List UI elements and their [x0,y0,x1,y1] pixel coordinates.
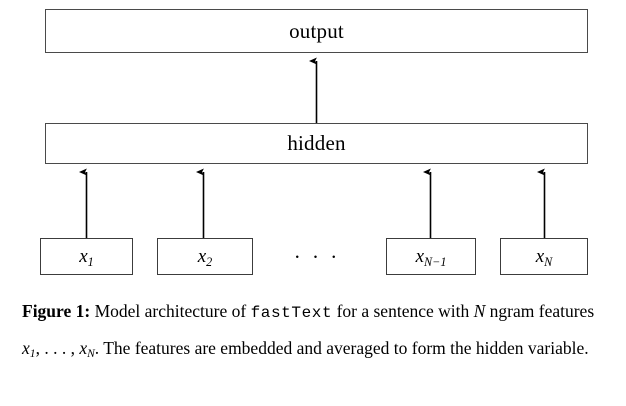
caption-text-part-5: . The features are embedded and averaged… [94,338,589,358]
caption-text-part-1: Model architecture of [90,301,251,321]
input-sub-x1: 1 [87,254,94,269]
model-architecture-diagram: output hidden x1 x2 xN−1 xN · · · [40,9,588,275]
figure-caption: Figure 1: Model architecture of fastText… [22,294,606,369]
input-base-x1: x [79,246,88,267]
input-base-xN: x [535,246,545,267]
input-feature-box-x1: x1 [40,238,133,275]
caption-math-x1-base: x [22,338,30,358]
caption-math-xN-sub: N [87,348,95,361]
caption-math-xN: xN [79,338,95,361]
input-sub-xN: N [544,254,553,269]
input-feature-box-x2: x2 [157,238,253,275]
input-base-xN-minus-1: x [415,246,425,267]
input-feature-label-xN: xN [535,246,553,269]
caption-figure-label: Figure 1: [22,301,91,321]
input-sub-xN-minus-1: N−1 [424,254,447,269]
caption-text-part-3: ngram features [485,301,595,321]
hidden-layer-label: hidden [287,131,346,155]
input-feature-label-xN-minus-1: xN−1 [415,246,447,269]
input-feature-box-xN-minus-1: xN−1 [386,238,476,275]
caption-math-x1-sub: 1 [29,348,36,361]
input-feature-box-xN: xN [500,238,588,275]
caption-text-part-2: for a sentence with [332,301,474,321]
output-layer-box: output [45,9,588,53]
ellipsis-dots: · · · [293,245,341,269]
caption-text-part-4: , . . . , [35,338,80,358]
caption-math-xN-base: x [79,338,88,358]
input-base-x2: x [197,246,207,267]
caption-mono-term: fastText [250,304,333,322]
input-feature-label-x2: x2 [197,246,213,269]
output-layer-label: output [289,18,344,43]
input-sub-x2: 2 [206,254,213,269]
caption-math-x1: x1 [22,338,36,361]
input-feature-label-x1: x1 [79,246,94,269]
hidden-layer-box: hidden [45,123,588,164]
caption-math-N: N [473,301,486,321]
